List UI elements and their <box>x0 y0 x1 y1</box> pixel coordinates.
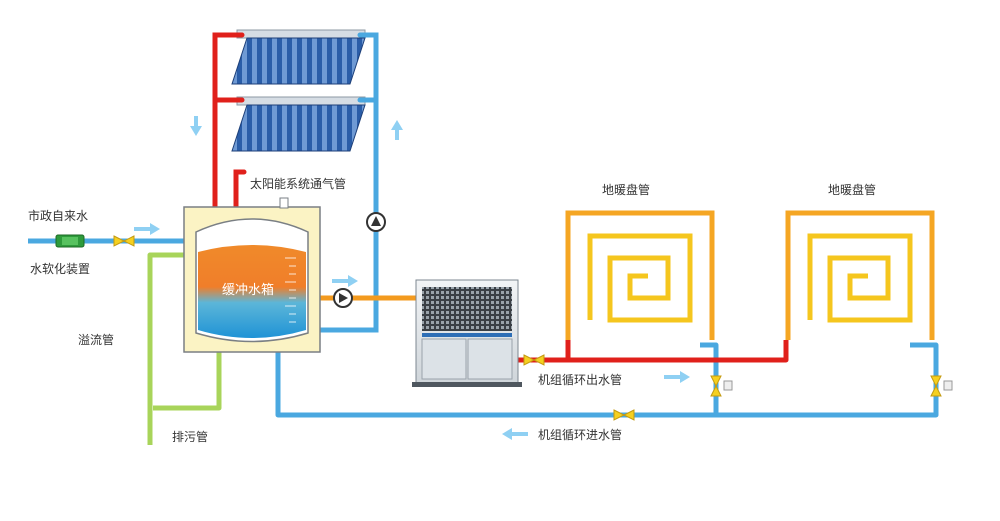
valve-icon <box>613 409 635 421</box>
flow-arrow-icon <box>190 116 202 136</box>
valve-icon <box>113 235 135 247</box>
pump-icon <box>333 288 353 308</box>
flow-arrow-icon <box>332 275 358 287</box>
solar-vent-label: 太阳能系统通气管 <box>250 177 347 191</box>
flow-arrow-icon <box>664 371 690 383</box>
water-inlet-label: 市政自来水 <box>28 209 89 223</box>
valve-icon <box>710 375 733 397</box>
floor-heating-label-1: 地暖盘管 <box>602 183 651 197</box>
solar-hot-pipe <box>212 32 247 213</box>
unit-outlet-label: 机组循环出水管 <box>538 373 623 387</box>
pump-icon <box>366 212 386 232</box>
unit-outlet-pipe <box>515 340 789 363</box>
solar-collector-top <box>231 29 366 85</box>
flow-arrow-icon <box>391 120 403 140</box>
overflow-pipe <box>147 252 222 445</box>
flow-arrow-icon <box>134 223 160 235</box>
buffer-tank <box>183 197 321 353</box>
softener-label: 水软化装置 <box>30 262 91 276</box>
floor-heating-coil-1 <box>565 210 715 340</box>
floor-heating-label-2: 地暖盘管 <box>828 183 877 197</box>
flow-arrow-icon <box>502 428 528 440</box>
unit-inlet-label: 机组循环进水管 <box>538 428 623 442</box>
floor-heating-coil-2 <box>785 210 935 340</box>
buffer-tank-label: 缓冲水箱 <box>222 283 275 298</box>
solar-collector-bottom <box>231 96 366 152</box>
overflow-pipe-label: 溢流管 <box>78 333 115 347</box>
solar-return-pipe <box>317 32 379 333</box>
drain-pipe-label: 排污管 <box>172 430 209 444</box>
water-softener <box>55 234 85 248</box>
valve-icon <box>930 375 953 397</box>
heat-pump-unit <box>412 279 522 387</box>
valve-icon <box>523 354 545 366</box>
